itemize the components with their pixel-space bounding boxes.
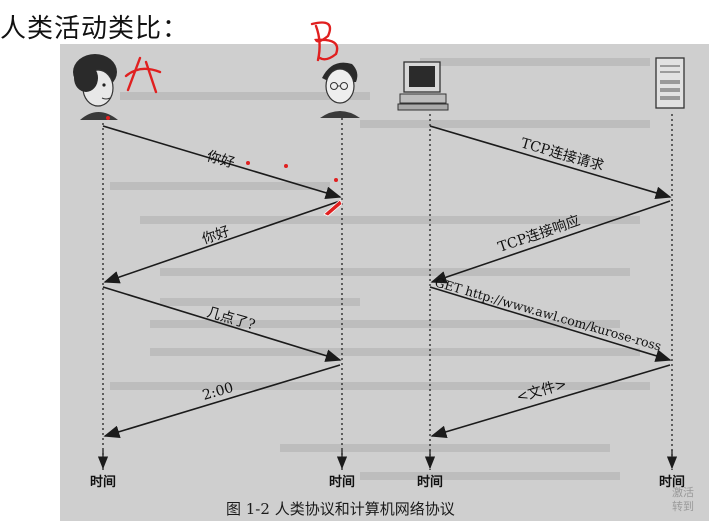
page-heading: 人类活动类比：	[0, 14, 190, 44]
handwritten-b	[310, 21, 339, 62]
time-label-server: 时间	[659, 474, 685, 490]
time-label-client: 时间	[417, 474, 443, 490]
msg-arrow-file	[430, 364, 671, 439]
label-get: GET http://www.awl.com/kurose-ross	[433, 274, 663, 353]
red-dots	[106, 116, 338, 182]
cursor-icon	[323, 199, 343, 217]
handwritten-annotations	[124, 21, 339, 94]
scan-texture	[110, 58, 650, 480]
label-time-query: 几点了?	[205, 304, 257, 333]
watermark-line-1: 激活	[672, 486, 694, 499]
activation-watermark: 激活 转到	[672, 486, 694, 514]
server-icon	[655, 57, 685, 109]
computer-icon	[397, 61, 449, 111]
msg-arrow-hello-2	[103, 200, 341, 284]
label-file: <文件>	[515, 376, 569, 406]
label-hello-1: 你好	[205, 148, 236, 171]
msg-arrow-tcp-request	[429, 125, 672, 200]
figure-caption: 图 1-2 人类协议和计算机网络协议	[226, 500, 455, 518]
msg-arrow-time-reply	[103, 364, 341, 438]
msg-arrow-get	[429, 286, 672, 362]
msg-arrow-time-query	[102, 286, 342, 362]
handwritten-a	[124, 56, 162, 94]
time-label-a: 时间	[90, 474, 116, 490]
watermark-line-2: 转到	[672, 500, 694, 513]
time-label-b: 时间	[329, 474, 355, 490]
woman-icon	[73, 54, 118, 120]
msg-arrow-tcp-response	[430, 200, 671, 284]
man-icon	[320, 62, 360, 118]
label-tcp-request: TCP连接请求	[519, 135, 606, 175]
msg-arrow-hello-1	[102, 125, 342, 199]
